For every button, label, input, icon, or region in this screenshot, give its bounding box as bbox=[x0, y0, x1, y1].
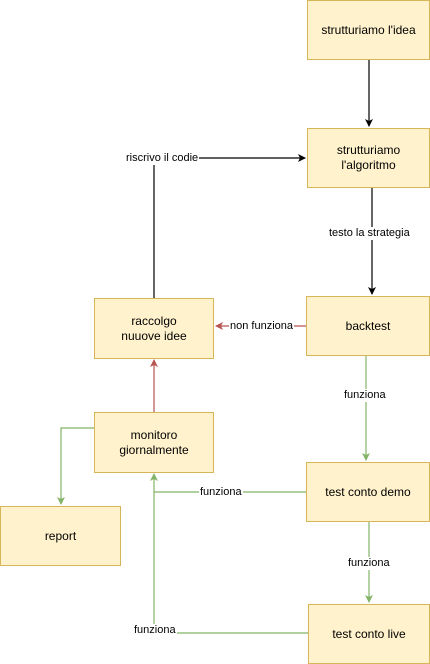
node-raccolgo-nuove-idee[interactable]: raccolgo nuuove idee bbox=[94, 298, 214, 359]
node-report[interactable]: report bbox=[0, 506, 121, 566]
node-monitoro-giornalmente[interactable]: monitoro giornalmente bbox=[94, 412, 214, 473]
node-test-conto-demo[interactable]: test conto demo bbox=[306, 462, 430, 522]
edge-label-funziona-demo-left: funziona bbox=[199, 486, 243, 499]
edge-raccolgo-to-algoritmo bbox=[153, 154, 306, 298]
node-strutturiamo-algoritmo[interactable]: strutturiamo l'algoritmo bbox=[307, 128, 430, 188]
edge-label-non-funziona: non funziona bbox=[229, 320, 294, 333]
node-backtest[interactable]: backtest bbox=[306, 296, 430, 356]
node-strutturiamo-idea[interactable]: strutturiamo l'idea bbox=[307, 0, 430, 60]
edge-label-funziona-live: funziona bbox=[133, 624, 177, 637]
node-test-conto-live[interactable]: test conto live bbox=[308, 604, 430, 664]
edge-label-riscrivo: riscrivo il codie bbox=[125, 152, 200, 165]
edge-label-funziona-demo-down: funziona bbox=[347, 557, 391, 570]
edge-label-funziona-backtest: funziona bbox=[343, 389, 387, 402]
edge-monitoro-to-report bbox=[57, 427, 94, 505]
edge-label-testo-strategia: testo la strategia bbox=[328, 227, 411, 240]
